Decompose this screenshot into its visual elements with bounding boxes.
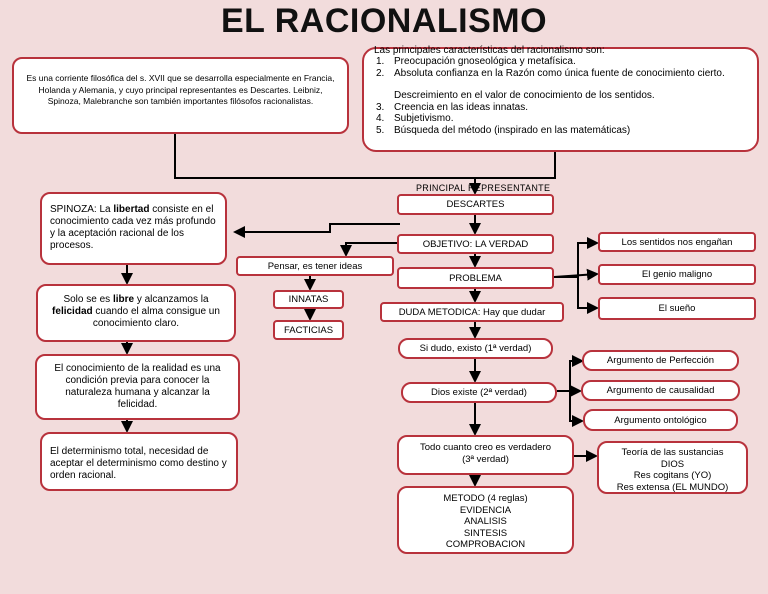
verdad1-box: Si dudo, existo (1ª verdad) (398, 338, 553, 359)
characteristics-box: Las principales características del raci… (362, 45, 759, 152)
page-title: EL RACIONALISMO (220, 2, 548, 40)
problema-box: PROBLEMA (397, 267, 554, 289)
verdad2-box: Dios existe (2ª verdad) (401, 382, 557, 403)
arg-ontologico-box: Argumento ontológico (583, 409, 738, 431)
spinoza-box-2: Solo se es libre y alcanzamos la felicid… (36, 284, 236, 342)
characteristics-list: 1.Preocupación gnoseológica y metafísica… (374, 56, 751, 136)
intro-box: Es una corriente filosófica del s. XVII … (12, 57, 349, 134)
characteristic-item: 2.Absoluta confianza en la Razón como ún… (376, 67, 725, 79)
characteristics-heading: Las principales características del raci… (374, 45, 605, 56)
problem-genio-box: El genio maligno (598, 264, 756, 285)
sustancia-dios: DIOS (660, 458, 685, 470)
characteristic-item: 3.Creencia en las ideas innatas. (376, 101, 528, 113)
descartes-box: DESCARTES (397, 194, 554, 215)
arg-perfeccion-box: Argumento de Perfección (582, 350, 739, 371)
intro-text: Es una corriente filosófica del s. XVII … (26, 73, 335, 106)
pensar-box: Pensar, es tener ideas (236, 256, 394, 276)
characteristic-item: 1.Preocupación gnoseológica y metafísica… (376, 56, 576, 67)
sustancias-title: Teoría de las sustancias (621, 447, 724, 458)
sustancias-box: Teoría de las sustancias DIOS Res cogita… (597, 441, 748, 494)
metodo-box: METODO (4 reglas) EVIDENCIA ANALISIS SIN… (397, 486, 574, 554)
sustancia-res-extensa: Res extensa (EL MUNDO) (616, 481, 729, 493)
facticias-box: FACTICIAS (273, 320, 344, 340)
principal-representante-label: PRINCIPAL REPRESENTANTE (416, 183, 551, 193)
sustancia-res-cogitans: Res cogitans (YO) (633, 470, 712, 481)
metodo-comprobacion: COMPROBACION (445, 539, 526, 550)
duda-box: DUDA METODICA: Hay que dudar (380, 302, 564, 322)
metodo-sintesis: SINTESIS (463, 527, 508, 539)
spinoza-box-3: El conocimiento de la realidad es una co… (35, 354, 240, 420)
problem-sueno-box: El sueño (598, 297, 756, 320)
spinoza-box-1: SPINOZA: La libertad consiste en el cono… (40, 192, 227, 265)
characteristic-item: 4.Subjetivismo. (376, 113, 454, 124)
objetivo-box: OBJETIVO: LA VERDAD (397, 234, 554, 254)
characteristic-item: Descreimiento en el valor de conocimient… (394, 90, 655, 101)
metodo-evidencia: EVIDENCIA (459, 504, 512, 516)
verdad3-box: Todo cuanto creo es verdadero (3ª verdad… (397, 435, 574, 475)
characteristic-item: 5.Búsqueda del método (inspirado en las … (376, 124, 631, 136)
arg-causalidad-box: Argumento de causalidad (581, 380, 740, 401)
problem-senses-box: Los sentidos nos engañan (598, 232, 756, 252)
spinoza-box-4: El determinismo total, necesidad de acep… (40, 432, 238, 491)
innatas-box: INNATAS (273, 290, 344, 309)
metodo-analisis: ANALISIS (464, 516, 507, 527)
metodo-title: METODO (4 reglas) (443, 493, 528, 504)
